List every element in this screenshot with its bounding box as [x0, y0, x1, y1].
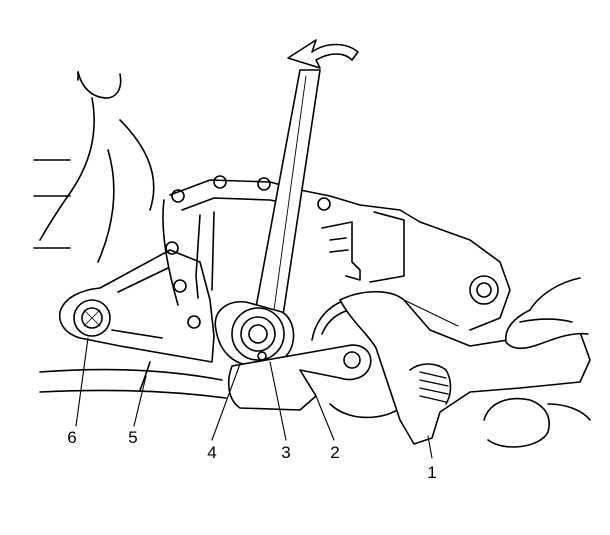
leader-line-4: [211, 363, 241, 441]
bolt-part-6: [73, 299, 111, 337]
leader-line-5: [133, 375, 147, 427]
rotation-arrow-icon: [287, 39, 359, 69]
leader-lines: [75, 337, 433, 459]
ratchet-wrench-handle: [253, 69, 321, 323]
adjustable-wrench-part-1: [339, 290, 591, 445]
engine-block-outline: [33, 71, 155, 263]
callout-number-3: 3: [281, 443, 290, 462]
leader-line-3: [269, 361, 287, 441]
callout-number-5: 5: [128, 428, 137, 447]
socket-part-4: [214, 301, 295, 367]
holding-lever-part-2: [227, 344, 372, 411]
hand-illustration: [483, 277, 591, 448]
callout-labels: 1 2 3 4 5 6: [67, 428, 436, 482]
leader-line-2: [315, 395, 335, 441]
mounting-bracket: [58, 249, 215, 363]
gear-housing: [162, 175, 511, 331]
callout-number-2: 2: [330, 443, 339, 462]
callout-number-6: 6: [67, 428, 76, 447]
callout-number-1: 1: [427, 463, 436, 482]
belt-part-5: [39, 361, 227, 399]
leader-line-6: [75, 337, 89, 427]
leader-line-1: [427, 435, 433, 459]
callout-number-4: 4: [207, 443, 216, 462]
